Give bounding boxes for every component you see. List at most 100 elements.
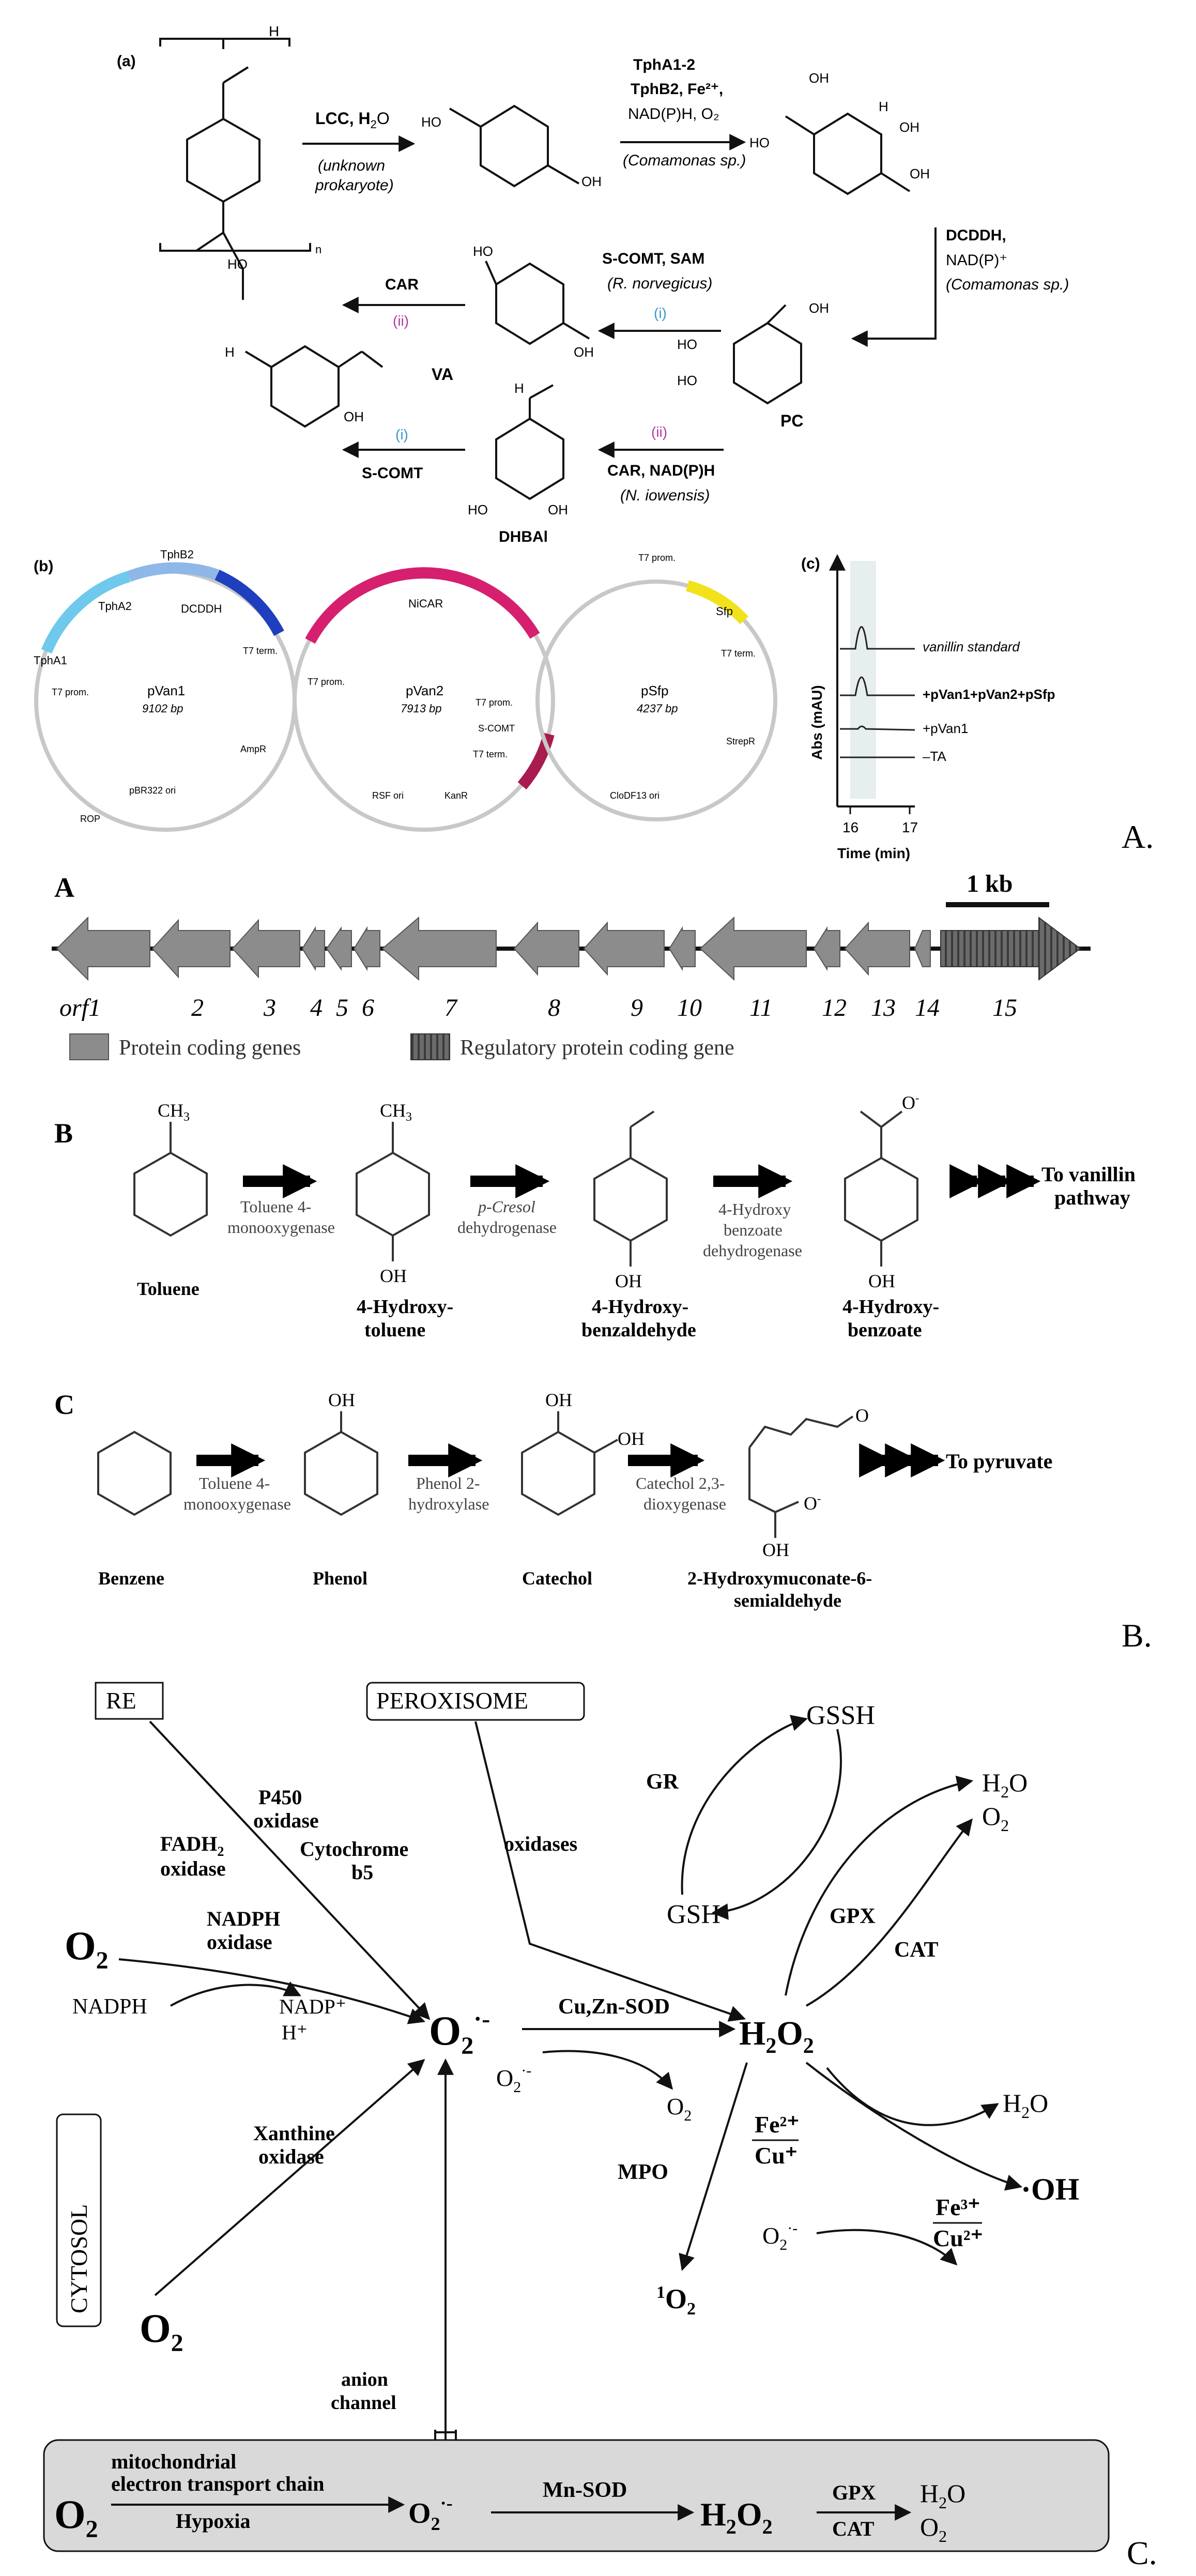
arrow-nadph-nadp bbox=[170, 1981, 301, 2007]
terephthalate bbox=[449, 104, 580, 188]
gene-5 bbox=[326, 926, 352, 971]
re-box bbox=[95, 1682, 164, 1720]
psfp-label-sfp: Sfp bbox=[716, 605, 733, 618]
pvan2-label-rsf: RSF ori bbox=[372, 790, 404, 801]
chrom-ylabel: Abs (mAU) bbox=[809, 685, 825, 760]
psfp-label-t7prom: T7 prom. bbox=[638, 553, 676, 563]
enz-b2b: dehydrogenase bbox=[457, 1218, 557, 1237]
polymer-h: H bbox=[269, 23, 279, 39]
name-toluene: Toluene bbox=[137, 1278, 200, 1299]
mnsod: Mn-SOD bbox=[543, 2478, 627, 2502]
gene-label-orf1: orf1 bbox=[59, 994, 101, 1022]
polymer-ho: HO bbox=[227, 256, 248, 272]
fadh2-a: FADH2 bbox=[160, 1832, 224, 1859]
h2o-top: H2O bbox=[982, 1768, 1028, 1801]
o2-minus-fe: O2·- bbox=[762, 2220, 798, 2253]
gene-panel-label: A bbox=[54, 872, 74, 903]
gene-label-7: 7 bbox=[444, 994, 458, 1022]
arrow-o2-superoxide bbox=[118, 1958, 426, 2024]
enz-b2a: p-Cresol bbox=[477, 1197, 535, 1216]
o-minus-semialdehyde: O- bbox=[804, 1492, 821, 1514]
gene-label-13: 13 bbox=[871, 994, 896, 1022]
gr: GR bbox=[646, 1770, 679, 1794]
enz-c1b: monooxygenase bbox=[183, 1495, 291, 1513]
mpo: MPO bbox=[618, 2160, 668, 2184]
hydroxyl-radical: ·OH bbox=[1021, 2172, 1079, 2206]
superoxide: O2·- bbox=[429, 2005, 490, 2060]
anion-a: anion bbox=[341, 2369, 388, 2390]
gene-label-6: 6 bbox=[362, 994, 374, 1022]
to-pyruvate: To pyruvate bbox=[946, 1450, 1052, 1473]
gene-label-12: 12 bbox=[822, 994, 847, 1022]
cytb5-b: b5 bbox=[351, 1861, 373, 1884]
enz-c3a: Catechol 2,3- bbox=[636, 1474, 725, 1492]
gssh: GSSH bbox=[806, 1701, 875, 1730]
enz-c2a: Phenol 2- bbox=[416, 1474, 480, 1492]
legend-protein: Protein coding genes bbox=[119, 1036, 301, 1060]
arrow-gsh-gssh bbox=[681, 1715, 808, 1895]
enz-c3b: dioxygenase bbox=[643, 1495, 726, 1513]
panel-c: RE PEROXISOME P450 oxidase FADH2 oxidase… bbox=[43, 1682, 1157, 2571]
name-benzaldehyde-b: benzaldehyde bbox=[581, 1319, 696, 1341]
cuznsod: Cu,Zn-SOD bbox=[558, 1995, 670, 2019]
va-label: VA bbox=[432, 365, 453, 384]
name-semialdehyde-a: 2-Hydroxymuconate-6- bbox=[687, 1568, 872, 1589]
gene-15-regulatory bbox=[940, 917, 1081, 981]
gsh: GSH bbox=[667, 1900, 720, 1929]
mito-a: mitochondrial bbox=[111, 2450, 236, 2473]
mito-h2o2: H2O2 bbox=[700, 2496, 773, 2538]
car-top-label: CAR bbox=[385, 276, 419, 293]
plasmid-pvan2: NiCAR T7 prom. T7 prom. S-COMT T7 term. … bbox=[293, 567, 555, 832]
gene-label-5: 5 bbox=[336, 994, 348, 1022]
mito-b: electron transport chain bbox=[111, 2472, 325, 2495]
cu2: Cu²⁺ bbox=[933, 2225, 983, 2251]
lcc-label: LCC, H2O bbox=[315, 109, 390, 131]
toluene-panel-label: B bbox=[54, 1118, 73, 1149]
gene-label-4: 4 bbox=[310, 994, 323, 1022]
cis-diol bbox=[785, 112, 911, 195]
pvan2-label-t7term: T7 term. bbox=[473, 749, 508, 759]
tpha-line4: (Comamonas sp.) bbox=[623, 152, 746, 169]
scale-bar-label: 1 kb bbox=[967, 870, 1013, 897]
route-i-top: (i) bbox=[654, 305, 667, 321]
oh-benzoate: OH bbox=[868, 1271, 895, 1291]
pvan1-label-rop: ROP bbox=[80, 814, 100, 824]
enz-c2b: hydroxylase bbox=[408, 1495, 489, 1513]
dcddh-line1: DCDDH, bbox=[946, 227, 1006, 244]
gpx: GPX bbox=[830, 1904, 876, 1928]
ch3-toluene: CH3 bbox=[158, 1100, 190, 1124]
to-vanillin-a: To vanillin bbox=[1041, 1163, 1136, 1186]
scomt-line1: S-COMT, SAM bbox=[602, 250, 704, 267]
psfp-label-strepr: StrepR bbox=[726, 736, 755, 746]
fe2: Fe²⁺ bbox=[755, 2111, 800, 2138]
dcddh-line2: NAD(P)⁺ bbox=[946, 252, 1007, 269]
name-benzene: Benzene bbox=[98, 1568, 164, 1589]
gene-label-15: 15 bbox=[992, 994, 1017, 1022]
pvan1-label-ampr: AmpR bbox=[240, 744, 266, 754]
polymer-n: n bbox=[315, 243, 321, 256]
name-benzoate-b: benzoate bbox=[848, 1319, 922, 1341]
arrow-re-superoxide bbox=[149, 1720, 431, 2020]
plasmid-psfp: T7 prom. Sfp T7 term. StrepR CloDF13 ori… bbox=[535, 553, 777, 821]
scomt-bottom-label: S-COMT bbox=[362, 465, 423, 482]
chrom-tick-16: 16 bbox=[842, 819, 858, 835]
panel-letter-c: C. bbox=[1127, 2535, 1157, 2571]
enz-b3c: dehydrogenase bbox=[703, 1241, 802, 1260]
pvan2-label-kanr: KanR bbox=[444, 790, 468, 801]
benzene-pathway-rings bbox=[97, 1411, 854, 1538]
gene-label-2: 2 bbox=[191, 994, 204, 1022]
fe3: Fe³⁺ bbox=[936, 2194, 980, 2220]
enz-b1b: monooxygenase bbox=[227, 1218, 335, 1237]
gene-labels: orf1 2 3 4 5 6 7 8 9 10 11 12 13 14 15 bbox=[59, 994, 1017, 1022]
anion-b: channel bbox=[331, 2392, 396, 2414]
pc-ho1: HO bbox=[677, 337, 697, 352]
oh-catechol-1: OH bbox=[545, 1390, 572, 1410]
name-hydroxytoluene-a: 4-Hydroxy- bbox=[357, 1296, 453, 1318]
gene-11 bbox=[699, 916, 807, 981]
cytosol-box bbox=[56, 2113, 102, 2327]
subpanel-c-label: (c) bbox=[801, 555, 820, 572]
pc-label: PC bbox=[780, 411, 803, 430]
arrow-o2-minus-fe bbox=[816, 2229, 958, 2266]
va-ho: HO bbox=[473, 243, 493, 259]
panel-letter-a: A. bbox=[1122, 818, 1154, 855]
